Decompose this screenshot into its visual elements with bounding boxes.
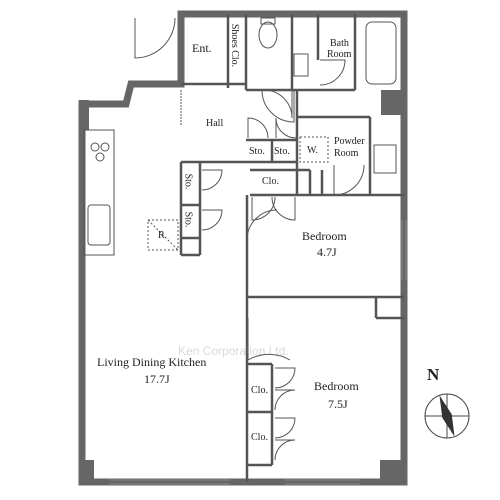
label-closet-bed-2: Clo. [251,432,268,443]
label-storage-3: Sto. [182,173,194,190]
compass-north-label: N [427,365,440,384]
label-powder-room-1: Powder [334,136,365,147]
compass-icon [424,393,470,439]
label-refrigerator: R [158,230,165,241]
watermark: Ken Corporation Ltd. [178,344,289,358]
windows [110,220,407,485]
fixtures [83,17,397,256]
label-storage-4: Sto. [182,211,194,228]
label-entrance: Ent. [192,41,212,55]
label-bedroom-1-size: 4.7J [317,245,337,259]
door-swings [134,17,365,461]
label-bedroom-2: Bedroom [314,379,359,393]
columns [79,90,404,482]
label-ldk: Living Dining Kitchen [97,355,207,369]
label-bath-room-1: Bath [330,38,349,49]
interior-walls [179,14,404,482]
label-bedroom-2-size: 7.5J [328,397,348,411]
label-bedroom-1: Bedroom [302,229,347,243]
label-powder-room-2: Room [334,148,359,159]
label-storage-1: Sto. [249,146,265,157]
label-hall: Hall [206,118,224,129]
label-ldk-size: 17.7J [144,372,170,386]
label-closet-bed-1: Clo. [251,385,268,396]
label-shoes-closet: Shoes Clo. [229,23,241,68]
label-storage-2: Sto. [274,146,290,157]
label-washer: W. [307,145,319,156]
label-closet-hall: Clo. [262,176,279,187]
label-bath-room-2: Room [327,49,352,60]
